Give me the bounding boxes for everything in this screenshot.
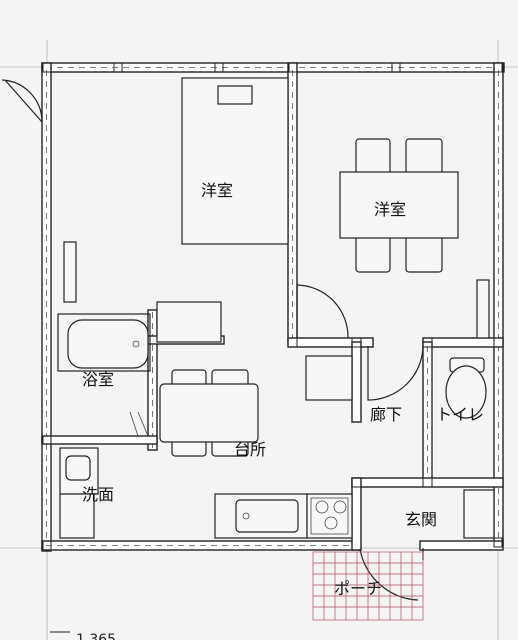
label-bathroom: 浴室 bbox=[82, 370, 114, 389]
room-labels: 洋室 洋室 浴室 台所 廊下 トイレ 洗面 玄関 ポーチ bbox=[82, 181, 484, 598]
kitchen-shelf bbox=[156, 301, 222, 343]
label-porch: ポーチ bbox=[334, 579, 382, 598]
dining-set-kitchen bbox=[159, 369, 259, 457]
hall-cabinet bbox=[305, 355, 353, 401]
wall-joints bbox=[42, 62, 504, 551]
label-washroom: 洗面 bbox=[82, 485, 114, 504]
storage-marks bbox=[63, 241, 490, 339]
shoe-cabinet bbox=[463, 489, 495, 539]
label-entrance: 玄関 bbox=[405, 510, 437, 529]
dimension-label: 1,365 bbox=[76, 632, 116, 640]
bed bbox=[181, 77, 289, 245]
door-swing-western-room bbox=[296, 284, 349, 339]
door-swing-hallway bbox=[367, 345, 424, 401]
label-kitchen: 台所 bbox=[234, 440, 266, 459]
label-toilet: トイレ bbox=[436, 405, 484, 424]
toilet-fixture bbox=[445, 357, 487, 419]
label-western-room-2: 洋室 bbox=[374, 200, 406, 219]
door-swing-top-left bbox=[1, 79, 43, 123]
porch-tiles bbox=[312, 551, 424, 621]
bathtub bbox=[57, 313, 151, 372]
label-hallway: 廊下 bbox=[370, 405, 402, 424]
label-western-room-1: 洋室 bbox=[201, 181, 233, 200]
wash-basin bbox=[59, 447, 99, 539]
dining-set-western bbox=[339, 138, 459, 273]
kitchen-counter bbox=[214, 493, 353, 539]
